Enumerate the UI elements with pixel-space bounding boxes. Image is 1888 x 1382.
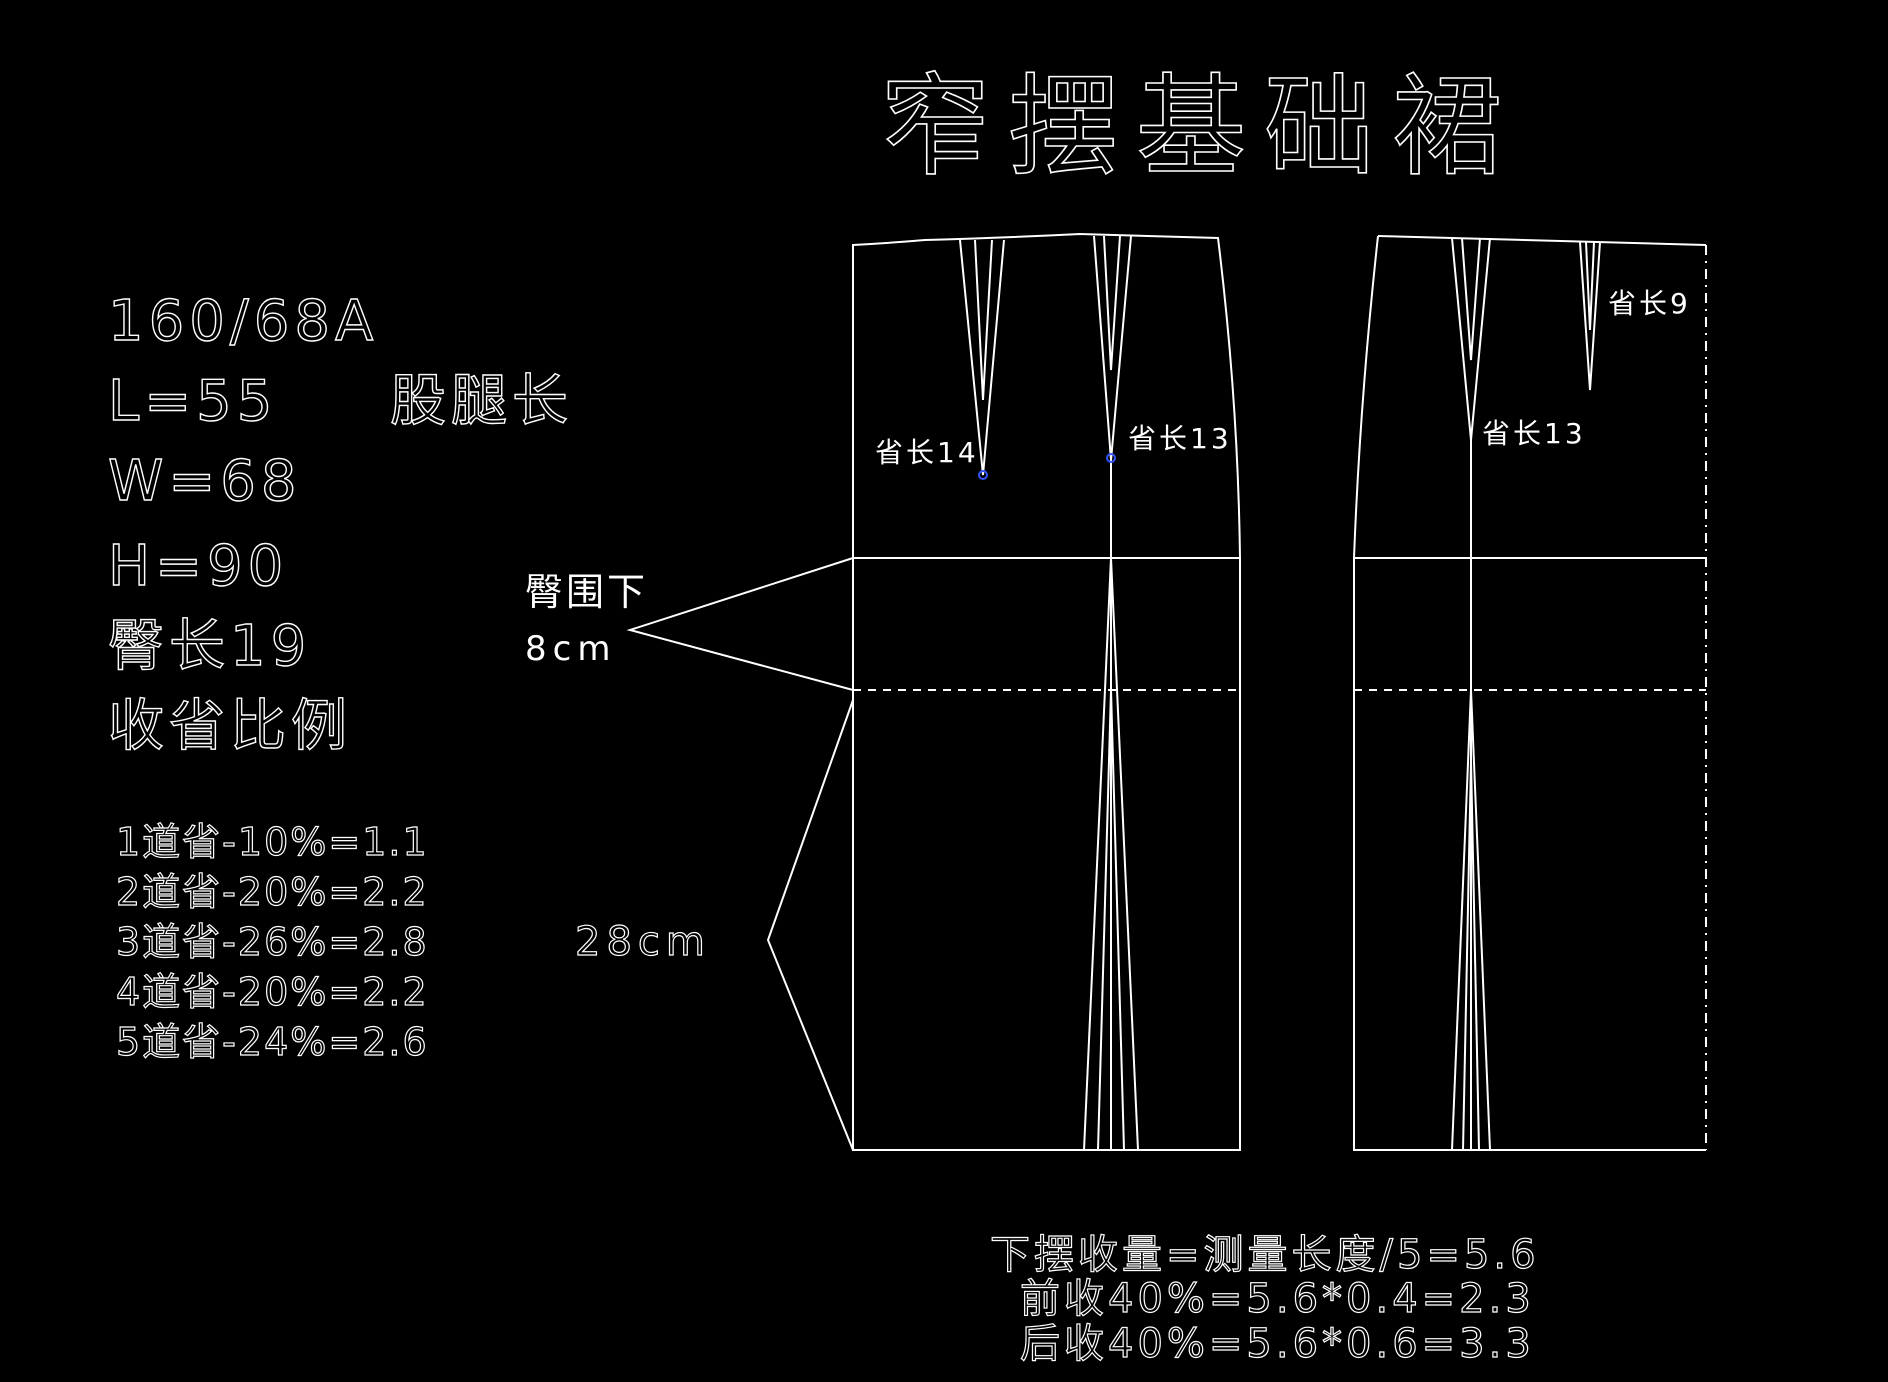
spec-hip: H=90 bbox=[108, 534, 288, 599]
spec-hip-length: 臀长19 bbox=[108, 614, 311, 679]
dart-ratio-item: 2道省-20%=2.2 bbox=[116, 870, 429, 914]
dart-ratio-item: 4道省-20%=2.2 bbox=[116, 970, 429, 1014]
hip-below-value: 8cm bbox=[525, 629, 616, 669]
back-panel bbox=[1353, 235, 1707, 1151]
hem-length-label: 28cm bbox=[575, 919, 711, 965]
spec-length: L=55 bbox=[108, 369, 277, 434]
back-dart1-length: 省长13 bbox=[1482, 417, 1586, 450]
hem-note: 下摆收量=测量长度/5=5.6 bbox=[990, 1232, 1540, 1278]
spec-waist: W=68 bbox=[108, 449, 302, 514]
front-dart1-length: 省长14 bbox=[875, 436, 979, 469]
spec-size: 160/68A bbox=[108, 289, 378, 354]
hip-below-label: 臀围下 bbox=[525, 570, 648, 614]
spec-dart-ratio-heading: 收省比例 bbox=[108, 694, 352, 759]
hem-note: 后收40%=5.6*0.6=3.3 bbox=[1020, 1321, 1535, 1367]
hem-length-leader bbox=[766, 699, 854, 1151]
page-title: 窄摆基础裙 bbox=[880, 63, 1520, 191]
back-dart2-length: 省长9 bbox=[1608, 287, 1691, 320]
dart-ratio-item: 1道省-10%=1.1 bbox=[116, 820, 429, 864]
dart-ratio-item: 3道省-26%=2.8 bbox=[116, 920, 429, 964]
dart-ratio-item: 5道省-24%=2.6 bbox=[116, 1020, 429, 1064]
hem-note: 前收40%=5.6*0.4=2.3 bbox=[1020, 1276, 1535, 1322]
front-panel bbox=[852, 232, 1241, 1151]
front-dart2-length: 省长13 bbox=[1128, 422, 1232, 455]
spec-length-note: 股腿长 bbox=[390, 369, 573, 434]
hip-below-leader bbox=[626, 557, 854, 691]
